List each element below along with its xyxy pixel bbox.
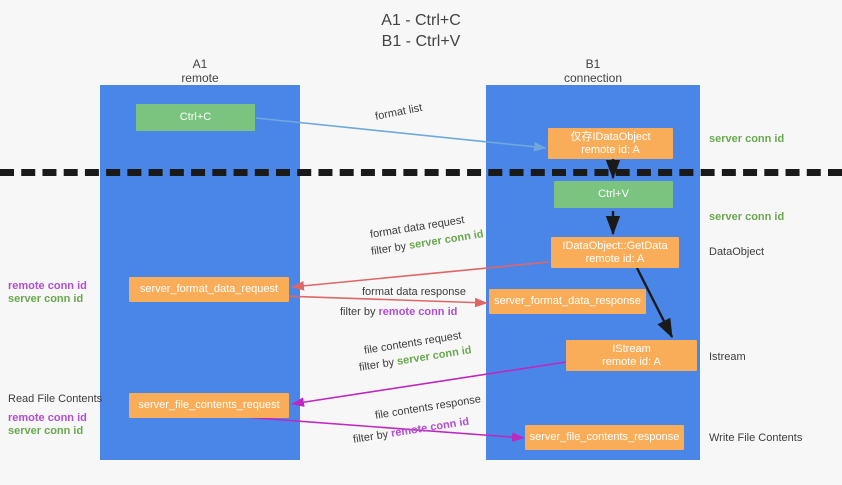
node-istream-line2: remote id: A bbox=[602, 355, 661, 368]
title-line-1: A1 - Ctrl+C bbox=[381, 12, 461, 29]
node-istream[interactable]: IStream remote id: A bbox=[566, 340, 697, 371]
node-idataobject-top-line2: remote id: A bbox=[581, 143, 640, 156]
node-idataobject-top-line1: 仅存IDataObject bbox=[570, 130, 651, 143]
filter-prefix-2: filter by bbox=[340, 306, 379, 318]
annotation-left-server-conn-id-2: server conn id bbox=[8, 425, 84, 437]
node-server-file-contents-request-label: server_file_contents_request bbox=[138, 399, 280, 411]
node-ctrl-v-label: Ctrl+V bbox=[598, 188, 629, 200]
annotation-server-conn-id-mid: server conn id bbox=[709, 211, 785, 223]
filter-prefix-4: filter by bbox=[352, 427, 393, 446]
filter-key-2: remote conn id bbox=[378, 306, 458, 318]
edge-label-format-data-response: format data response bbox=[362, 286, 466, 298]
node-ctrl-c[interactable]: Ctrl+C bbox=[136, 104, 255, 131]
node-server-format-data-response[interactable]: server_format_data_response bbox=[489, 289, 646, 314]
annotation-dataobject: DataObject bbox=[709, 246, 765, 258]
title-line-2: B1 - Ctrl+V bbox=[381, 33, 461, 50]
page-title: A1 - Ctrl+C B1 - Ctrl+V bbox=[0, 10, 842, 52]
node-istream-line1: IStream bbox=[612, 342, 651, 355]
node-idataobject-getdata[interactable]: IDataObject::GetData remote id: A bbox=[551, 237, 679, 268]
divider-dashed-line bbox=[0, 169, 842, 176]
annotation-left-remote-conn-id-1: remote conn id bbox=[8, 280, 87, 292]
edge-label-format-data-response-filter: filter by remote conn id bbox=[340, 305, 457, 319]
lane-b1-name: B1 bbox=[585, 57, 601, 71]
lane-b1-sub: connection bbox=[563, 71, 623, 85]
lane-a1-sub: remote bbox=[181, 71, 219, 85]
node-server-file-contents-response-label: server_file_contents_response bbox=[529, 431, 680, 443]
node-getdata-line2: remote id: A bbox=[585, 252, 645, 265]
node-idataobject-top[interactable]: 仅存IDataObject remote id: A bbox=[548, 128, 673, 159]
node-server-format-data-response-label: server_format_data_response bbox=[494, 295, 641, 307]
node-server-format-data-request[interactable]: server_format_data_request bbox=[129, 277, 289, 302]
node-server-file-contents-request[interactable]: server_file_contents_request bbox=[129, 393, 289, 418]
annotation-istream: Istream bbox=[709, 351, 746, 363]
node-ctrl-v[interactable]: Ctrl+V bbox=[554, 181, 673, 208]
node-ctrl-c-label: Ctrl+C bbox=[179, 111, 212, 123]
filter-prefix-3: filter by bbox=[358, 355, 399, 374]
lane-header-a1: A1 remote bbox=[120, 57, 280, 85]
node-server-file-contents-response[interactable]: server_file_contents_response bbox=[525, 425, 684, 450]
annotation-read-file-contents: Read File Contents bbox=[8, 393, 103, 405]
edge-label-format-list: format list bbox=[374, 101, 424, 123]
annotation-server-conn-id-top: server conn id bbox=[709, 133, 785, 145]
filter-prefix-1: filter by bbox=[370, 239, 411, 258]
filter-key-4: remote conn id bbox=[390, 415, 470, 440]
annotation-left-remote-conn-id-2: remote conn id bbox=[8, 412, 87, 424]
node-getdata-line1: IDataObject::GetData bbox=[562, 239, 668, 252]
lane-a1-name: A1 bbox=[192, 57, 208, 71]
lane-header-b1: B1 connection bbox=[513, 57, 673, 85]
node-server-format-data-request-label: server_format_data_request bbox=[139, 283, 279, 295]
edge-label-file-contents-response-filter: filter by remote conn id bbox=[352, 415, 470, 447]
annotation-left-server-conn-id-1: server conn id bbox=[8, 293, 84, 305]
annotation-write-file-contents: Write File Contents bbox=[709, 432, 803, 444]
